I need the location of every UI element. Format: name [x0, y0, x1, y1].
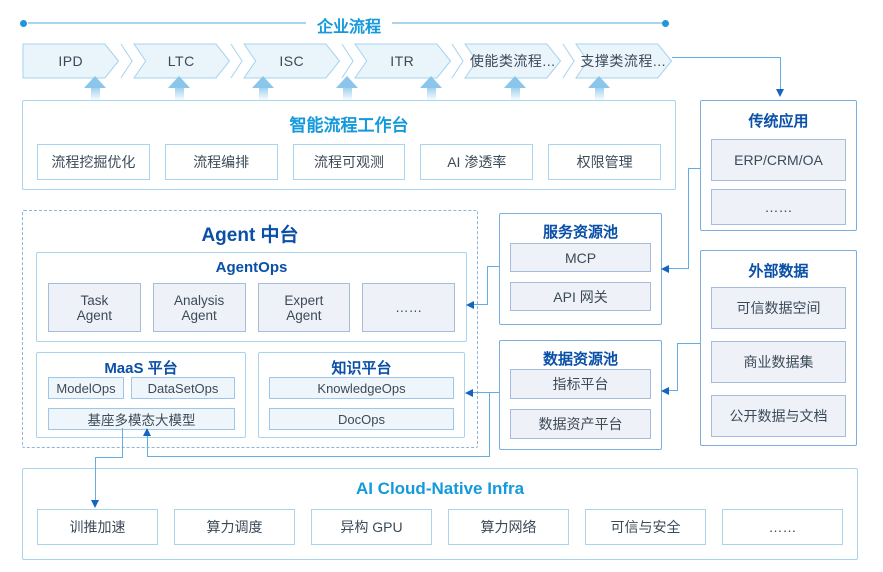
workbench-item: AI 渗透率 [420, 144, 534, 180]
data-pool-panel: 数据资源池 指标平台 数据资产平台 [499, 340, 662, 450]
maas-title: MaaS 平台 [104, 360, 178, 377]
workbench-item: 流程可观测 [292, 144, 406, 180]
infra-item: …… [722, 509, 843, 545]
chevron-shape-icon [464, 43, 562, 79]
chevron-label: ISC [279, 53, 305, 69]
maas-ops-item: ModelOps [48, 377, 124, 399]
arrow-up-icon [336, 76, 358, 101]
chevron-shape-icon [575, 43, 673, 79]
chevron-enabling-process: 使能类流程... [464, 43, 562, 79]
service-pool-panel: 服务资源池 MCP API 网关 [499, 213, 662, 325]
chevron-separator-icon [230, 43, 243, 79]
chevron-label: 使能类流程... [469, 53, 556, 69]
chevron-shape-icon [243, 43, 341, 79]
arrow-up-icon [168, 76, 190, 101]
chevron-isc: ISC [243, 43, 341, 79]
workbench-panel: 智能流程工作台 流程挖掘优化 流程编排 流程可观测 AI 渗透率 权限管理 [22, 100, 676, 190]
chevron-supporting-process: 支撑类流程... [575, 43, 673, 79]
service-pool-title: 服务资源池 [542, 224, 618, 241]
arrow-up-icon [84, 76, 106, 101]
arrow-left-icon [661, 387, 669, 395]
data-pool-title: 数据资源池 [542, 351, 618, 368]
knowledge-panel: 知识平台 KnowledgeOps DocOps [258, 352, 465, 438]
infra-item: 算力调度 [174, 509, 295, 545]
right-endpoint-dot-icon [662, 20, 669, 27]
chevron-separator-icon [341, 43, 354, 79]
workbench-item: 权限管理 [548, 144, 661, 180]
agentops-panel: AgentOps Task Agent Analysis Agent Exper… [36, 252, 467, 342]
top-line-left [28, 22, 306, 24]
knowledge-item: DocOps [269, 408, 454, 430]
arrow-up-icon [252, 76, 274, 101]
chevron-shape-icon [133, 43, 231, 79]
infra-item: 异构 GPU [311, 509, 432, 545]
workbench-items-row: 流程挖掘优化 流程编排 流程可观测 AI 渗透率 权限管理 [37, 144, 661, 180]
maas-ops-item: DataSetOps [131, 377, 235, 399]
service-pool-item: API 网关 [510, 282, 651, 311]
external-data-item: 可信数据空间 [711, 287, 846, 329]
chevron-separator-icon [562, 43, 575, 79]
arrow-up-icon [588, 76, 610, 101]
agent-item-label: …… [395, 300, 423, 315]
chevron-label: 支撑类流程... [580, 53, 667, 69]
arrow-down-icon [91, 500, 99, 508]
agent-item: …… [362, 283, 455, 332]
top-line-right [392, 22, 664, 24]
arrow-up-icon [420, 76, 442, 101]
external-data-item: 公开数据与文档 [711, 395, 846, 437]
agentops-title: AgentOps [215, 259, 288, 276]
arrow-up-icon [143, 428, 151, 436]
chevron-separator-icon [451, 43, 464, 79]
agent-platform-title: Agent 中台 [201, 225, 299, 246]
legacy-apps-title: 传统应用 [748, 113, 809, 130]
legacy-apps-panel: 传统应用 ERP/CRM/OA …… [700, 100, 857, 231]
chevron-separator-icon [120, 43, 133, 79]
knowledge-title: 知识平台 [331, 360, 392, 377]
chevron-itr: ITR [354, 43, 452, 79]
chevron-label: LTC [167, 53, 195, 69]
left-endpoint-dot-icon [20, 20, 27, 27]
agent-item: Expert Agent [257, 283, 351, 332]
data-pool-item: 数据资产平台 [510, 409, 651, 439]
service-pool-item: MCP [510, 243, 651, 272]
external-data-panel: 外部数据 可信数据空间 商业数据集 公开数据与文档 [700, 250, 857, 446]
workbench-item: 流程挖掘优化 [37, 144, 150, 180]
arrow-left-icon [466, 301, 474, 309]
infra-panel: AI Cloud-Native Infra 训推加速 算力调度 异构 GPU 算… [22, 468, 858, 560]
infra-items-row: 训推加速 算力调度 异构 GPU 算力网络 可信与安全 …… [37, 509, 843, 545]
arrow-down-icon [776, 89, 784, 97]
chevron-ltc: LTC [133, 43, 231, 79]
agent-item: Analysis Agent [152, 283, 246, 332]
agent-item-label: Task Agent [76, 292, 113, 323]
infra-item: 可信与安全 [585, 509, 706, 545]
agent-item: Task Agent [48, 283, 141, 332]
legacy-app-item: …… [711, 189, 846, 225]
knowledge-item: KnowledgeOps [269, 377, 454, 399]
agentops-items-row: Task Agent Analysis Agent Expert Agent …… [48, 283, 455, 332]
data-pool-item: 指标平台 [510, 369, 651, 399]
chevron-ipd: IPD [22, 43, 120, 79]
chevron-shape-icon [22, 43, 120, 79]
workbench-title: 智能流程工作台 [289, 116, 409, 135]
arrow-left-icon [465, 389, 473, 397]
workbench-to-process-arrows [22, 76, 672, 102]
legacy-app-item: ERP/CRM/OA [711, 139, 846, 181]
process-chevron-row: IPD LTC ISC ITR [22, 43, 672, 79]
enterprise-process-label: 企业流程 [316, 19, 381, 36]
infra-item: 训推加速 [37, 509, 158, 545]
maas-base-model: 基座多模态大模型 [48, 408, 235, 430]
infra-title: AI Cloud-Native Infra [355, 479, 525, 498]
agent-item-label: Expert Agent [284, 292, 324, 323]
external-data-item: 商业数据集 [711, 341, 846, 383]
chevron-label: IPD [58, 53, 84, 69]
chevron-label: ITR [390, 53, 415, 69]
workbench-item: 流程编排 [164, 144, 278, 180]
agent-item-label: Analysis Agent [173, 292, 225, 323]
infra-item: 算力网络 [448, 509, 569, 545]
arrow-up-icon [504, 76, 526, 101]
maas-panel: MaaS 平台 ModelOps DataSetOps 基座多模态大模型 [36, 352, 246, 438]
arrow-left-icon [661, 265, 669, 273]
external-data-title: 外部数据 [748, 263, 809, 280]
